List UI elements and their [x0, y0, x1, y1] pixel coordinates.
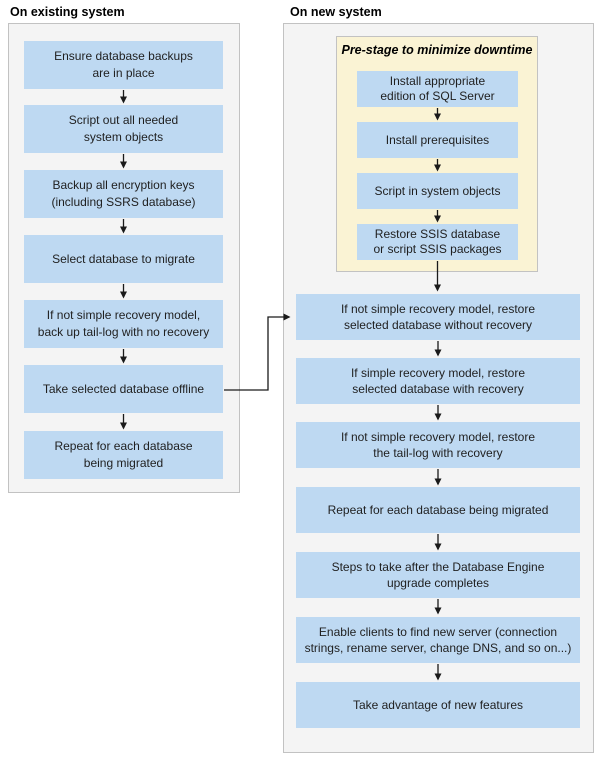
prestage-title: Pre-stage to minimize downtime — [341, 43, 533, 57]
step-select-database: Select database to migrate — [24, 235, 223, 283]
step-repeat-new: Repeat for each database being migrated — [296, 487, 580, 533]
new-system-title: On new system — [290, 5, 382, 19]
step-repeat-existing: Repeat for each database being migrated — [24, 431, 223, 479]
step-ensure-backups: Ensure database backups are in place — [24, 41, 223, 89]
step-install-prerequisites: Install prerequisites — [357, 122, 518, 158]
step-backup-tail-log: If not simple recovery model, back up ta… — [24, 300, 223, 348]
step-new-features: Take advantage of new features — [296, 682, 580, 728]
step-post-upgrade-steps: Steps to take after the Database Engine … — [296, 552, 580, 598]
step-restore-ssis: Restore SSIS database or script SSIS pac… — [357, 224, 518, 260]
step-take-database-offline: Take selected database offline — [24, 365, 223, 413]
step-backup-encryption-keys: Backup all encryption keys (including SS… — [24, 170, 223, 218]
step-enable-clients: Enable clients to find new server (conne… — [296, 617, 580, 663]
step-restore-with-recovery: If simple recovery model, restore select… — [296, 358, 580, 404]
step-restore-without-recovery: If not simple recovery model, restore se… — [296, 294, 580, 340]
step-script-out-system-objects: Script out all needed system objects — [24, 105, 223, 153]
step-restore-tail-log: If not simple recovery model, restore th… — [296, 422, 580, 468]
step-install-sql-server: Install appropriate edition of SQL Serve… — [357, 71, 518, 107]
step-script-in-system-objects: Script in system objects — [357, 173, 518, 209]
existing-system-title: On existing system — [10, 5, 125, 19]
